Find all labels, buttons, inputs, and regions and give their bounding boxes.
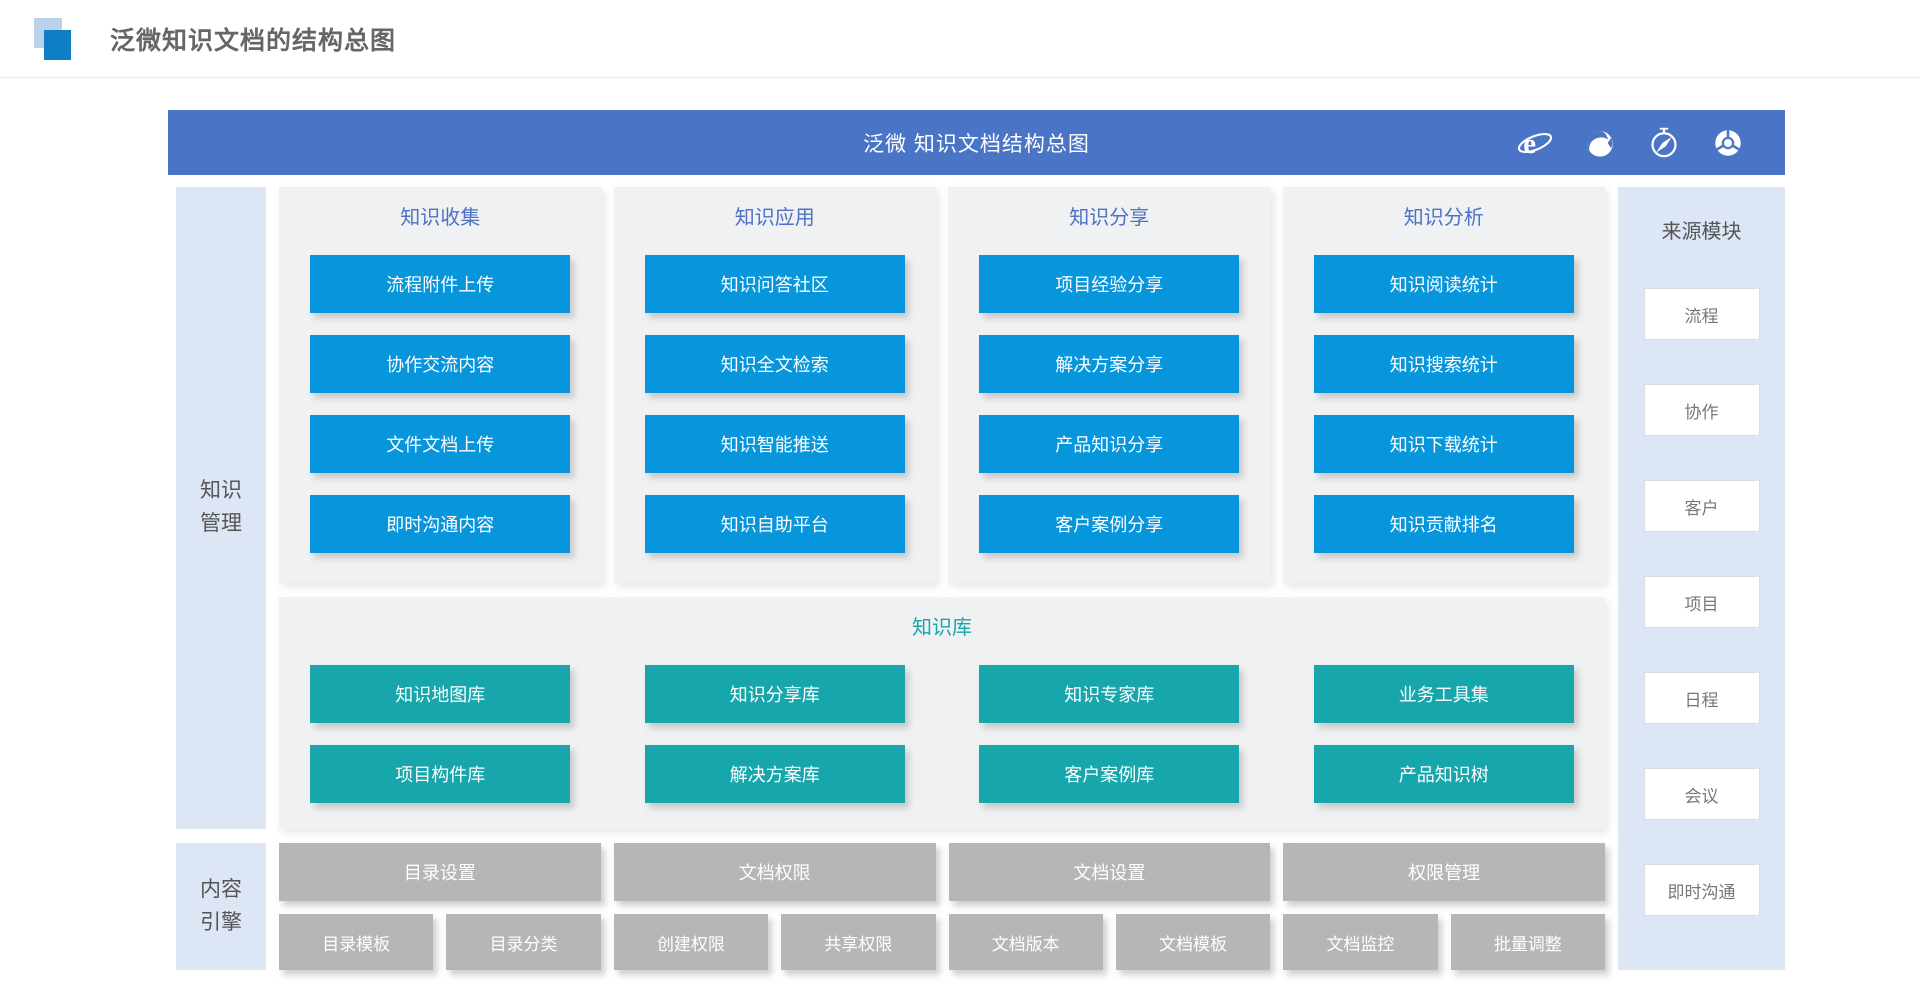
svg-text:e: e (1523, 127, 1536, 159)
structure-diagram: 泛微 知识文档结构总图 e (168, 110, 1785, 970)
node-knowledge-map-lib[interactable]: 知识地图库 (310, 665, 571, 723)
logo-icon (34, 14, 84, 64)
source-meeting[interactable]: 会议 (1643, 768, 1760, 820)
node-instant-message-content[interactable]: 即时沟通内容 (310, 495, 571, 553)
source-project[interactable]: 项目 (1643, 576, 1760, 628)
node-collab-exchange-content[interactable]: 协作交流内容 (310, 335, 571, 393)
node-expert-lib[interactable]: 知识专家库 (979, 665, 1240, 723)
knowledge-columns: 知识收集 流程附件上传 协作交流内容 文件文档上传 即时沟通内容 知识应用 知识… (279, 187, 1605, 583)
column-knowledge-share: 知识分享 项目经验分享 解决方案分享 产品知识分享 客户案例分享 (948, 187, 1271, 583)
knowledge-library-panel: 知识库 知识地图库 知识分享库 知识专家库 业务工具集 项目构件库 解决方案库 … (279, 597, 1605, 829)
page-header: 泛微知识文档的结构总图 (0, 0, 1920, 78)
column-knowledge-collect: 知识收集 流程附件上传 协作交流内容 文件文档上传 即时沟通内容 (279, 187, 602, 583)
engine-group-doc-permission: 文档权限 创建权限 共享权限 (613, 843, 936, 970)
engine-group-doc-setting: 文档设置 文档版本 文档模板 (948, 843, 1271, 970)
node-doc-setting[interactable]: 文档设置 (948, 843, 1271, 901)
node-smart-push[interactable]: 知识智能推送 (644, 415, 905, 473)
node-flow-attachment-upload[interactable]: 流程附件上传 (310, 255, 571, 313)
engine-group-permission-mgmt: 权限管理 文档监控 批量调整 (1283, 843, 1605, 970)
node-doc-template[interactable]: 文档模板 (1115, 914, 1271, 970)
node-self-service-platform[interactable]: 知识自助平台 (644, 495, 905, 553)
node-batch-adjust[interactable]: 批量调整 (1450, 914, 1605, 970)
diagram-banner: 泛微 知识文档结构总图 e (168, 110, 1785, 175)
node-file-document-upload[interactable]: 文件文档上传 (310, 415, 571, 473)
node-fulltext-search[interactable]: 知识全文检索 (644, 335, 905, 393)
left-rail: 知识管理 内容引擎 (168, 187, 266, 970)
source-instant-message[interactable]: 即时沟通 (1643, 864, 1760, 916)
content-engine-label: 内容引擎 (176, 843, 266, 970)
column-knowledge-apply: 知识应用 知识问答社区 知识全文检索 知识智能推送 知识自助平台 (613, 187, 936, 583)
engine-group-catalog-setting: 目录设置 目录模板 目录分类 (279, 843, 601, 970)
node-catalog-setting[interactable]: 目录设置 (279, 843, 601, 901)
right-rail: 来源模块 流程 协作 客户 项目 日程 会议 即时沟通 (1618, 187, 1785, 970)
node-catalog-category[interactable]: 目录分类 (446, 914, 601, 970)
node-doc-monitor[interactable]: 文档监控 (1283, 914, 1438, 970)
node-download-stats[interactable]: 知识下载统计 (1313, 415, 1574, 473)
column-knowledge-analyze: 知识分析 知识阅读统计 知识搜索统计 知识下载统计 知识贡献排名 (1282, 187, 1605, 583)
diagram-banner-title: 泛微 知识文档结构总图 (863, 132, 1090, 156)
firefox-icon (1587, 130, 1613, 157)
ie-icon: e (1517, 127, 1553, 159)
node-project-experience-share[interactable]: 项目经验分享 (979, 255, 1240, 313)
node-doc-version[interactable]: 文档版本 (948, 914, 1103, 970)
chrome-icon (1715, 129, 1741, 156)
library-header: 知识库 (912, 617, 972, 639)
node-business-toolset[interactable]: 业务工具集 (1313, 665, 1574, 723)
column-header: 知识收集 (400, 207, 481, 229)
source-modules-panel: 来源模块 流程 协作 客户 项目 日程 会议 即时沟通 (1618, 187, 1785, 970)
node-search-stats[interactable]: 知识搜索统计 (1313, 335, 1574, 393)
node-reading-stats[interactable]: 知识阅读统计 (1313, 255, 1574, 313)
node-customer-case-lib[interactable]: 客户案例库 (979, 745, 1240, 803)
source-schedule[interactable]: 日程 (1643, 672, 1760, 724)
source-modules-header: 来源模块 (1661, 221, 1742, 243)
node-catalog-template[interactable]: 目录模板 (279, 914, 434, 970)
source-workflow[interactable]: 流程 (1643, 288, 1760, 340)
source-customer[interactable]: 客户 (1643, 480, 1760, 532)
node-qa-community[interactable]: 知识问答社区 (644, 255, 905, 313)
node-product-knowledge-tree[interactable]: 产品知识树 (1313, 745, 1574, 803)
node-solution-share[interactable]: 解决方案分享 (979, 335, 1240, 393)
column-header: 知识分析 (1403, 207, 1484, 229)
source-collaboration[interactable]: 协作 (1643, 384, 1760, 436)
page-title: 泛微知识文档的结构总图 (110, 26, 397, 55)
node-project-component-lib[interactable]: 项目构件库 (310, 745, 571, 803)
content-engine-section: 目录设置 目录模板 目录分类 文档权限 创建权限 共享权限 文档设置 (279, 843, 1605, 970)
node-doc-permission[interactable]: 文档权限 (613, 843, 936, 901)
node-solution-lib[interactable]: 解决方案库 (644, 745, 905, 803)
safari-icon (1651, 127, 1677, 157)
node-contribution-ranking[interactable]: 知识贡献排名 (1313, 495, 1574, 553)
node-product-knowledge-share[interactable]: 产品知识分享 (979, 415, 1240, 473)
node-share-permission[interactable]: 共享权限 (781, 914, 936, 970)
node-customer-case-share[interactable]: 客户案例分享 (979, 495, 1240, 553)
knowledge-management-label: 知识管理 (176, 187, 266, 829)
browser-icons: e (1517, 110, 1745, 175)
node-create-permission[interactable]: 创建权限 (613, 914, 769, 970)
node-permission-management[interactable]: 权限管理 (1283, 843, 1605, 901)
column-header: 知识应用 (734, 207, 815, 229)
column-header: 知识分享 (1069, 207, 1150, 229)
node-knowledge-share-lib[interactable]: 知识分享库 (644, 665, 905, 723)
